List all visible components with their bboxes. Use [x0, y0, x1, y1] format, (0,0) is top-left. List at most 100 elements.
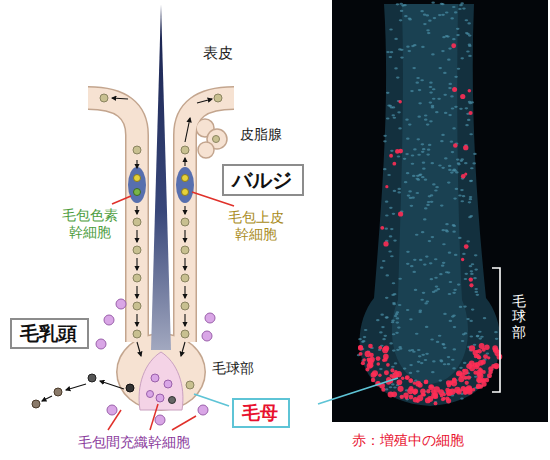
proliferating-cell	[463, 369, 469, 375]
nucleus	[417, 154, 421, 156]
nucleus	[391, 383, 395, 385]
proliferating-cell	[365, 367, 369, 371]
nucleus	[421, 46, 425, 48]
nucleus	[423, 23, 427, 25]
proliferating-cell	[371, 372, 377, 378]
flow-arrow	[112, 98, 128, 99]
nucleus	[383, 135, 387, 137]
proliferating-cell	[452, 87, 457, 92]
proliferating-cell	[415, 381, 421, 387]
cell	[133, 330, 141, 338]
cell	[151, 374, 159, 382]
hair-shaft	[151, 4, 171, 350]
proliferating-cell	[476, 350, 480, 354]
proliferating-cell	[476, 384, 481, 389]
nucleus	[448, 252, 452, 254]
nucleus	[362, 340, 366, 342]
nucleus	[437, 98, 441, 100]
proliferating-cell	[477, 355, 481, 359]
nucleus	[379, 368, 383, 370]
nucleus	[448, 169, 452, 171]
nucleus	[468, 34, 472, 36]
cell	[147, 391, 154, 398]
nucleus	[382, 260, 386, 262]
proliferating-cell	[438, 389, 444, 395]
nucleus	[474, 254, 478, 256]
cell	[181, 330, 189, 338]
proliferating-cell	[392, 162, 396, 166]
nucleus	[386, 117, 390, 119]
dermal-papilla-box: 毛乳頭	[10, 318, 89, 349]
nucleus	[407, 194, 411, 196]
nucleus	[449, 281, 453, 283]
nucleus	[393, 190, 397, 192]
nucleus	[415, 82, 419, 84]
proliferating-cell	[442, 397, 445, 400]
nucleus	[442, 344, 446, 346]
nucleus	[390, 150, 394, 152]
cell	[155, 415, 165, 425]
proliferating-cell	[384, 370, 389, 375]
proliferating-cell	[383, 354, 389, 360]
nucleus	[385, 316, 389, 318]
proliferating-cell	[397, 380, 403, 386]
nucleus	[442, 243, 446, 245]
proliferating-cell	[386, 363, 390, 367]
proliferating-cell	[361, 361, 365, 365]
nucleus	[385, 214, 389, 216]
flow-arrow	[136, 314, 137, 326]
nucleus	[421, 231, 425, 233]
nucleus	[495, 338, 499, 340]
nucleus	[431, 2, 435, 4]
nucleus	[422, 168, 426, 170]
nucleus	[476, 294, 480, 296]
cell	[133, 274, 141, 282]
nucleus	[469, 133, 473, 135]
cell	[133, 246, 141, 254]
label-holder: 毛包上皮 幹細胞	[224, 209, 288, 243]
nucleus	[469, 180, 473, 182]
nucleus	[406, 251, 410, 253]
nucleus	[443, 94, 447, 96]
nucleus	[438, 335, 442, 337]
nucleus	[383, 335, 387, 337]
nucleus	[424, 359, 428, 361]
nucleus	[432, 291, 436, 293]
bracket	[492, 268, 500, 392]
cell	[54, 388, 62, 396]
nucleus	[410, 265, 414, 267]
cell	[181, 218, 189, 226]
nucleus	[469, 215, 473, 217]
nucleus	[383, 168, 387, 170]
nucleus	[473, 153, 477, 155]
nucleus	[361, 341, 365, 343]
cell	[164, 380, 172, 388]
proliferating-cell	[378, 374, 382, 378]
label-holder: 毛球部	[512, 294, 526, 340]
nucleus	[408, 349, 412, 351]
flow-arrow	[184, 258, 185, 270]
cell	[133, 218, 141, 226]
nucleus	[385, 297, 389, 299]
proliferating-cell	[398, 211, 403, 216]
proliferating-cell	[412, 390, 417, 395]
nucleus	[432, 98, 436, 100]
nucleus	[427, 149, 431, 151]
proliferating-cell	[365, 351, 371, 357]
nucleus	[469, 196, 473, 198]
nucleus	[389, 342, 393, 344]
box-label: 毛乳頭	[20, 322, 79, 345]
nucleus	[453, 326, 457, 328]
nucleus	[443, 313, 447, 315]
nucleus	[453, 169, 457, 171]
cell	[96, 339, 106, 349]
cell	[100, 94, 108, 102]
label-holder: 毛球部	[212, 360, 254, 377]
stem-cell-label: 毛包上皮 幹細胞	[224, 209, 288, 243]
nucleus	[429, 262, 433, 264]
nucleus	[465, 32, 469, 34]
nucleus	[450, 17, 454, 19]
proliferating-cell	[408, 378, 413, 383]
nucleus	[474, 268, 478, 270]
